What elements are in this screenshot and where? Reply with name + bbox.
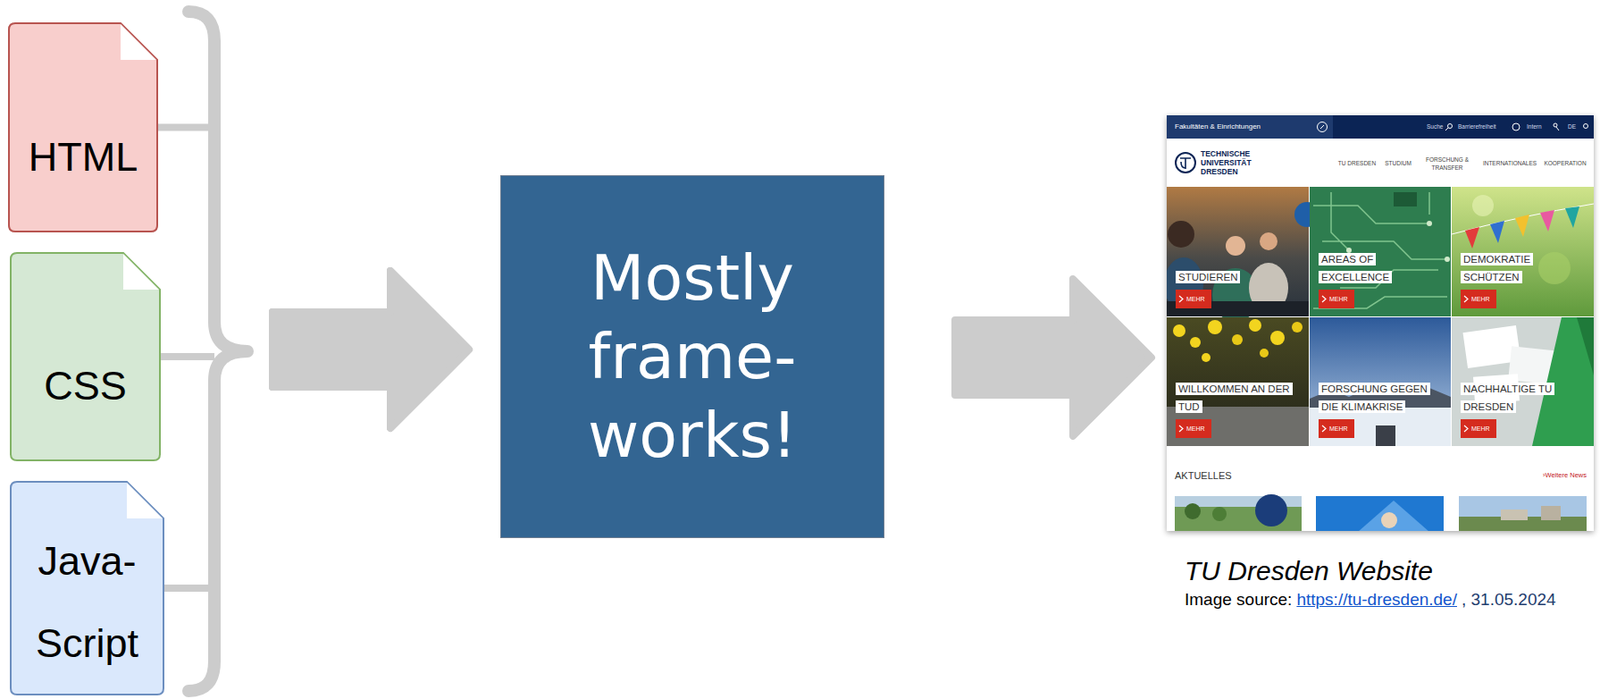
top-bar-link: Barrierefreiheit (1457, 123, 1497, 130)
file-shape: HTML (8, 22, 159, 233)
page-fold (123, 253, 160, 290)
website-screenshot (1166, 115, 1594, 531)
top-bar-link: Intern (1526, 123, 1542, 130)
tile-title: WILLKOMMEN AN DER TUD (1175, 382, 1293, 413)
title-holder: AREAS OF EXCELLENCE (1318, 250, 1404, 286)
node-text: Mostly frame- works! (544, 238, 840, 475)
page-fold (120, 24, 157, 60)
top-bar-link: DE (1567, 123, 1576, 130)
tile-title: FORSCHUNG GEGEN DIE KLIMAKRISE (1318, 382, 1431, 413)
tile-title: DEMOKRATIE SCHÜTZEN (1460, 252, 1533, 284)
logo-text: TECHNISCHE UNIVERSITÄT DRESDEN (1200, 149, 1265, 176)
image-caption: TU Dresden Website (1184, 554, 1557, 587)
file-body (8, 23, 158, 232)
node-text: HTML (28, 134, 139, 181)
title-holder: DEMOKRATIE SCHÜTZEN (1460, 250, 1550, 286)
text-holder: Mostly frame- works! (501, 175, 884, 537)
source-prefix: Image source: (1184, 588, 1292, 611)
block-arrow (164, 270, 470, 588)
text-holder: CSS (9, 251, 161, 461)
nav-item: TU DRESDEN (1330, 159, 1384, 167)
file-body (10, 252, 160, 461)
tile-title: NACHHALTIGE TU DRESDEN (1460, 382, 1555, 413)
button-text: MEHR (1329, 425, 1349, 433)
caption-holder: TU Dresden WebsiteImage source:https://t… (1184, 554, 1557, 611)
button-text: MEHR (1471, 425, 1491, 433)
file-outline (8, 22, 159, 233)
top-bar-link: Suche (1426, 123, 1443, 130)
source-date: , 31.05.2024 (1461, 588, 1557, 611)
top-bar-link: Fakultäten & Einrichtungen (1174, 123, 1261, 132)
title-holder: FORSCHUNG GEGEN DIE KLIMAKRISE (1318, 379, 1435, 416)
process-box: Mostly frame- works! (500, 175, 885, 538)
file-body (10, 481, 164, 695)
button-text: MEHR (1186, 295, 1206, 303)
button-text: MEHR (1186, 425, 1206, 433)
node-text: Java- Script (20, 519, 154, 685)
source-link: https://tu-dresden.de/ (1296, 588, 1458, 611)
block-arrow (954, 278, 1152, 436)
button-text: MEHR (1471, 295, 1491, 303)
node-text: CSS (43, 362, 127, 410)
nav-item: INTERNATIONALES (1476, 159, 1543, 167)
screenshot-ground (1166, 115, 1594, 531)
file-outline (9, 251, 161, 461)
tile-title: STUDIEREN (1175, 270, 1240, 284)
file-shape: CSS (9, 251, 161, 461)
nav-item: STUDIUM (1378, 159, 1418, 167)
text-holder: HTML (8, 22, 159, 233)
title-holder: STUDIEREN (1175, 268, 1301, 286)
nav-item: FORSCHUNG & TRANSFER (1424, 155, 1470, 172)
tile-title: AREAS OF EXCELLENCE (1318, 252, 1392, 284)
source-line: Image source:https://tu-dresden.de/, 31.… (1184, 588, 1557, 611)
section-heading: AKTUELLES (1174, 469, 1232, 481)
more-link: ›Weitere News (1542, 471, 1587, 479)
title-holder: WILLKOMMEN AN DER TUD (1175, 379, 1301, 416)
nav-item: KOOPERATION (1540, 159, 1591, 167)
page-fold (126, 482, 163, 519)
screenshot-frame: TU Dresden WebsiteImage source:https://t… (1166, 115, 1594, 531)
file-shape: Java- Script (9, 480, 165, 696)
text-holder: Java- Script (9, 480, 165, 696)
title-holder: NACHHALTIGE TU DRESDEN (1460, 379, 1573, 416)
button-text: MEHR (1329, 295, 1349, 303)
